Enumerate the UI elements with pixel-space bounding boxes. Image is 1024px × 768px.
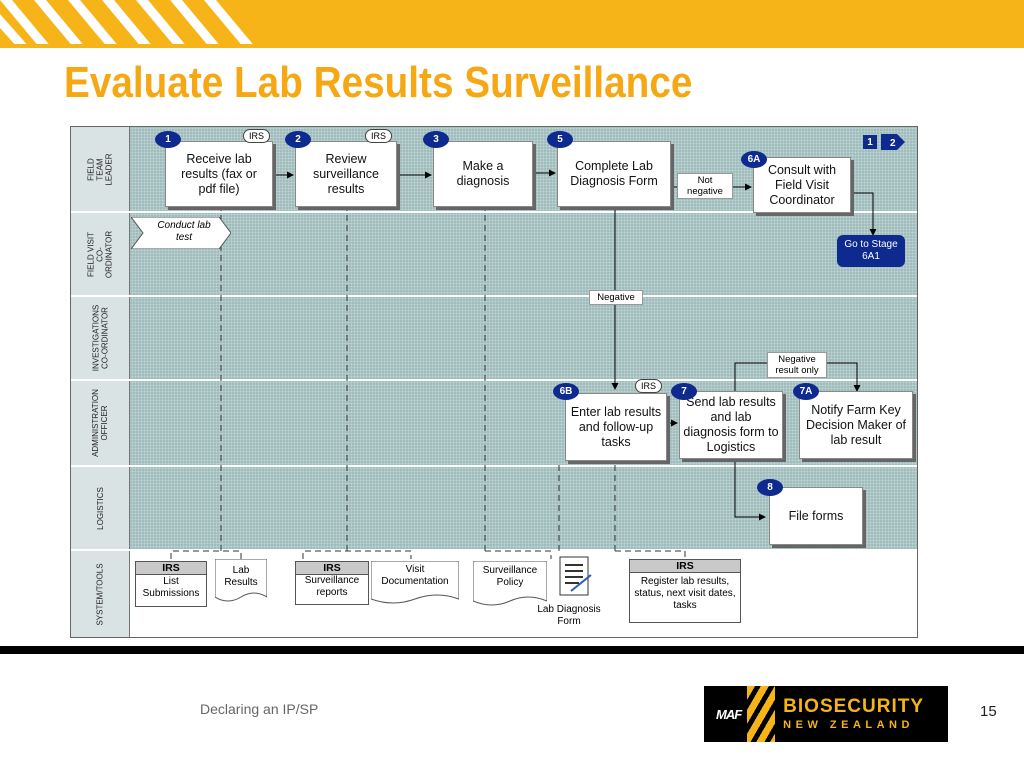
irs-tag: IRS	[635, 379, 663, 393]
logo-stripes-icon	[747, 686, 776, 742]
doc-lab-results[interactable]: Lab Results	[215, 559, 267, 605]
system-irs-register-lab-results[interactable]: IRS Register lab results, status, next v…	[629, 559, 741, 623]
lane-label: FIELD VISIT CO-ORDINATOR	[71, 213, 130, 295]
step-7a-badge: 7A	[793, 383, 819, 400]
lab-diagnosis-form-icon[interactable]	[557, 555, 597, 599]
process-diagram: FIELD TEAM LEADER FIELD VISIT CO-ORDINAT…	[70, 126, 918, 638]
irs-heading: IRS	[136, 562, 206, 575]
negative-only-label: Negative result only	[767, 352, 827, 378]
lane-field-visit-coordinator	[71, 213, 917, 295]
step-1-badge: 1	[155, 131, 181, 148]
nav-page-2-shape[interactable]: 2	[881, 134, 905, 150]
step-8-file-forms[interactable]: File forms	[769, 487, 863, 545]
step-7-send-lab-results[interactable]: Send lab results and lab diagnosis form …	[679, 391, 783, 459]
surveillance-policy-label: Surveillance Policy	[482, 565, 538, 588]
logo-wordmark: BIOSECURITY NEW ZEALAND	[783, 696, 924, 732]
not-negative-label: Not negative	[677, 173, 733, 199]
irs-heading: IRS	[296, 562, 368, 575]
irs-tag: IRS	[365, 129, 393, 143]
lane-label: INVESTIGATIONS CO-ORDINATOR	[71, 297, 130, 379]
step-5-complete-lab-diagnosis-form[interactable]: Complete Lab Diagnosis Form	[557, 141, 671, 207]
irs-tag: IRS	[243, 129, 271, 143]
visit-documentation-label: Visit Documentation	[381, 564, 449, 587]
irs-heading: IRS	[630, 560, 740, 573]
doc-surveillance-policy[interactable]: Surveillance Policy	[473, 561, 547, 609]
irs-register-lab-results: Register lab results, status, next visit…	[634, 576, 736, 611]
system-irs-list-submissions[interactable]: IRS List Submissions	[135, 561, 207, 607]
step-3-make-diagnosis[interactable]: Make a diagnosis	[433, 141, 533, 207]
footer-divider	[0, 646, 1024, 654]
lane-label: FIELD TEAM LEADER	[71, 127, 130, 211]
logo-biosecurity: BIOSECURITY	[783, 696, 925, 717]
maf-logo-text: MAF	[716, 706, 742, 722]
document-icon	[473, 561, 547, 606]
lane-label: ADMINISTRATION OFFICER	[71, 381, 130, 465]
system-irs-surveillance-reports[interactable]: IRS Surveillance reports	[295, 561, 369, 605]
step-2-badge: 2	[285, 131, 311, 148]
nav-page-1[interactable]: 1	[863, 135, 877, 149]
negative-label: Negative	[589, 290, 643, 305]
document-icon	[215, 559, 267, 602]
step-6a-badge: 6A	[741, 151, 767, 168]
lane-label: LOGISTICS	[71, 467, 130, 549]
footer-caption: Declaring an IP/SP	[200, 701, 319, 717]
header-bar	[0, 0, 1024, 48]
lab-diagnosis-form-label: Lab Diagnosis Form	[537, 604, 601, 627]
step-6b-badge: 6B	[553, 383, 579, 400]
go-to-stage-6a1[interactable]: Go to Stage 6A1	[837, 235, 905, 267]
step-7a-notify-farm[interactable]: Notify Farm Key Decision Maker of lab re…	[799, 391, 913, 459]
biosecurity-nz-logo: MAF BIOSECURITY NEW ZEALAND	[704, 686, 948, 742]
doc-visit-documentation[interactable]: Visit Documentation	[371, 561, 459, 607]
step-1-receive-lab-results[interactable]: Receive lab results (fax or pdf file)	[165, 141, 273, 207]
logo-new-zealand: NEW ZEALAND	[783, 719, 914, 731]
step-5-badge: 5	[547, 131, 573, 148]
lab-results-label: Lab Results	[224, 565, 258, 588]
conduct-lab-test[interactable]: Conduct lab test	[131, 217, 231, 249]
step-6a-consult-coordinator[interactable]: Consult with Field Visit Coordinator	[753, 157, 851, 213]
step-7-badge: 7	[671, 383, 697, 400]
step-3-badge: 3	[423, 131, 449, 148]
document-icon	[371, 561, 459, 604]
form-icon	[559, 556, 592, 596]
page-number: 15	[980, 703, 997, 720]
step-6b-enter-lab-results[interactable]: Enter lab results and follow-up tasks	[565, 393, 667, 461]
conduct-lab-shape	[131, 217, 231, 249]
nav-page-2: 2	[890, 138, 896, 149]
lane-label: SYSTEM/TOOLS	[71, 551, 130, 637]
irs-surveillance-reports: Surveillance reports	[304, 575, 360, 598]
step-2-review-surveillance[interactable]: Review surveillance results	[295, 141, 397, 207]
irs-list-submissions: List Submissions	[142, 576, 200, 599]
header-stripes	[0, 0, 1024, 48]
page-title: Evaluate Lab Results Surveillance	[64, 58, 693, 107]
step-8-badge: 8	[757, 479, 783, 496]
conduct-lab-label: Conduct lab test	[157, 220, 211, 243]
